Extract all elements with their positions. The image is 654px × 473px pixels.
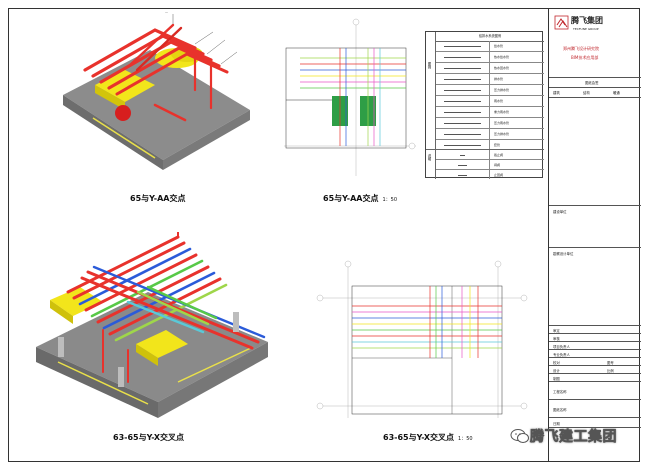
- legend-row: 套管: [436, 140, 544, 150]
- legend-side-top: 图例: [426, 32, 436, 150]
- legend-row: 压力排水管: [436, 85, 544, 96]
- title-block-date: 日期: [549, 418, 641, 428]
- legend-row: 压力排水管: [436, 129, 544, 140]
- title-block-project: 工程名称: [549, 382, 641, 400]
- legend-row: 雨水管: [436, 96, 544, 107]
- legend-side-bottom: 说明: [426, 150, 436, 179]
- legend-row: 截止阀: [436, 150, 544, 160]
- title-field-row: 制图: [549, 374, 641, 382]
- wechat-icon: [510, 429, 529, 443]
- legend-row: 热水给水管: [436, 52, 544, 63]
- plan-view-top-right: [284, 18, 416, 176]
- scale-bottom-right: 1：50: [458, 436, 473, 442]
- department-name: BIM技术应用部: [571, 55, 599, 60]
- title-field-row: 项目负责人: [549, 342, 641, 350]
- title-field-row: 设计比例: [549, 366, 641, 374]
- title-block-headers: 建筑 结构 暖通: [549, 88, 641, 98]
- title-field-row: 审定: [549, 326, 641, 334]
- caption-top-left: 65与Y-AA交点: [130, 194, 186, 203]
- company-name-en: TECFUNE GROUP: [573, 27, 599, 31]
- title-block-approval: 图纸会签: [549, 78, 641, 88]
- isometric-view-top-left: —: [63, 10, 250, 170]
- title-block-design-unit: 勘察设计单位: [549, 248, 641, 326]
- legend-row: 止回阀: [436, 170, 544, 179]
- legend-row: 排水管: [436, 74, 544, 85]
- company-name: 腾飞集团: [571, 16, 603, 25]
- legend-row: 闸阀: [436, 160, 544, 170]
- title-block-logo-row: 腾飞集团 TECFUNE GROUP 郑州腾飞设计研究院 BIM技术应用部: [549, 8, 641, 78]
- plan-view-bottom-right: [316, 260, 528, 418]
- title-field-row: 审核: [549, 334, 641, 342]
- watermark-text: 腾飞建工集团: [530, 429, 617, 446]
- scale-top-right: 1：50: [382, 197, 397, 203]
- title-block: 腾飞集团 TECFUNE GROUP 郑州腾飞设计研究院 BIM技术应用部 图纸…: [548, 8, 641, 462]
- title-field-row: 专业负责人: [549, 350, 641, 358]
- caption-bottom-left: 63-65与Y-X交叉点: [113, 433, 185, 442]
- legend-row: 热水回水管: [436, 63, 544, 74]
- company-logo: [554, 15, 569, 30]
- legend-title: 给排水系统图例: [436, 32, 544, 42]
- title-block-drawing: 图纸名称: [549, 400, 641, 418]
- legend-row: 压力雨水管: [436, 118, 544, 129]
- title-block-sign-area: [549, 98, 641, 206]
- isometric-view-bottom-left: [36, 232, 268, 418]
- title-block-unit: 建设单位: [549, 206, 641, 248]
- institute-name: 郑州腾飞设计研究院: [563, 46, 599, 51]
- legend-table: 图例 说明 给排水系统图例 给水管 热水给水管 热水回水管 排水管 压力排水管 …: [425, 31, 544, 179]
- svg-text:—: —: [165, 10, 168, 14]
- wechat-watermark: 腾飞建工集团: [510, 425, 638, 447]
- legend-row: 重力雨水管: [436, 107, 544, 118]
- legend-row: 给水管: [436, 41, 544, 52]
- title-field-row: 校对图号: [549, 358, 641, 366]
